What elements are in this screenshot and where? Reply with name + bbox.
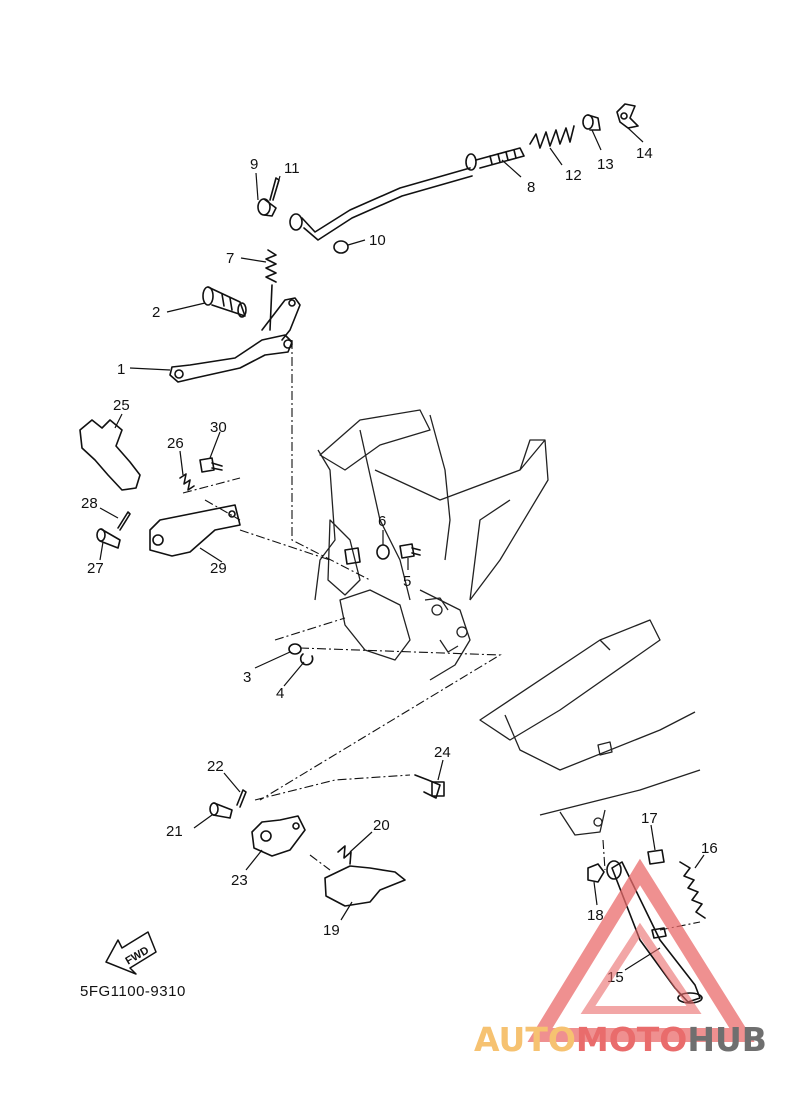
callout-23: 23 bbox=[231, 872, 248, 889]
callout-19: 19 bbox=[323, 922, 340, 939]
sidestand-pin-part bbox=[651, 927, 667, 939]
callout-8: 8 bbox=[527, 179, 535, 196]
plain-washer-part bbox=[288, 643, 302, 655]
sidestand-spring-part bbox=[679, 861, 706, 919]
callout-24: 24 bbox=[434, 744, 451, 761]
assembly-lines bbox=[182, 340, 701, 931]
callout-21: 21 bbox=[166, 823, 183, 840]
callout-1: 1 bbox=[117, 361, 125, 378]
brake-rod-part bbox=[289, 147, 525, 241]
clevis-pin-part bbox=[257, 198, 277, 217]
rear-bracket-part bbox=[251, 815, 306, 857]
brake-pedal-part bbox=[169, 284, 301, 383]
callout-7: 7 bbox=[226, 250, 234, 267]
rear-footrest-part bbox=[324, 865, 406, 907]
footrest-bolt-part bbox=[199, 457, 223, 473]
watermark-hub: HUB bbox=[687, 1020, 767, 1059]
watermark-auto: AUTO bbox=[474, 1020, 576, 1059]
callout-5: 5 bbox=[403, 573, 411, 590]
joint-pin-part bbox=[582, 114, 601, 131]
rear-cotter-part bbox=[236, 789, 247, 808]
pivot-shaft-part bbox=[202, 286, 247, 318]
circlip-part bbox=[299, 653, 314, 666]
callout-30: 30 bbox=[210, 419, 227, 436]
return-spring-part bbox=[265, 249, 277, 283]
callout-27: 27 bbox=[87, 560, 104, 577]
footrest-cotter-part bbox=[117, 511, 131, 531]
callout-10: 10 bbox=[369, 232, 386, 249]
callout-3: 3 bbox=[243, 669, 251, 686]
callout-26: 26 bbox=[167, 435, 184, 452]
callout-18: 18 bbox=[587, 907, 604, 924]
brake-spring-part bbox=[529, 125, 575, 149]
callout-11: 11 bbox=[284, 160, 300, 177]
fwd-arrow-icon: FWD bbox=[105, 931, 157, 975]
footrest-pin-part bbox=[96, 528, 121, 549]
collar-part bbox=[344, 547, 361, 565]
rear-bolt-part bbox=[414, 774, 445, 799]
callout-6: 6 bbox=[378, 513, 386, 530]
leader-lines bbox=[99, 127, 705, 971]
callout-14: 14 bbox=[636, 145, 653, 162]
callout-25: 25 bbox=[113, 397, 130, 414]
callout-28: 28 bbox=[81, 495, 98, 512]
callout-29: 29 bbox=[210, 560, 227, 577]
callout-12: 12 bbox=[565, 167, 582, 184]
watermark-moto: MOTO bbox=[576, 1020, 687, 1059]
sidestand-nut-part bbox=[587, 863, 605, 883]
sidestand-bolt-part bbox=[647, 849, 665, 865]
adjusting-nut-part bbox=[616, 103, 639, 129]
cotter-pin-part bbox=[269, 177, 280, 201]
rear-pin-part bbox=[209, 802, 233, 819]
callout-13: 13 bbox=[597, 156, 614, 173]
diagram-code: 5FG1100-9310 bbox=[80, 983, 186, 1000]
callout-22: 22 bbox=[207, 758, 224, 775]
callout-4: 4 bbox=[276, 685, 284, 702]
svg-text:AUTOMOTOHUB: AUTOMOTOHUB bbox=[474, 1020, 767, 1059]
frame-drawing bbox=[314, 409, 701, 836]
callout-9: 9 bbox=[250, 156, 258, 173]
footrest-cover-part bbox=[79, 419, 141, 491]
callout-16: 16 bbox=[701, 840, 718, 857]
rear-spring-part bbox=[337, 845, 352, 865]
watermark-triangle-icon bbox=[527, 858, 755, 1042]
callout-17: 17 bbox=[641, 810, 658, 827]
callout-labels: 1 2 3 4 5 6 7 8 9 10 11 12 13 14 15 16 1… bbox=[81, 145, 718, 986]
callout-2: 2 bbox=[152, 304, 160, 321]
callout-20: 20 bbox=[373, 817, 390, 834]
footrest-spring-part bbox=[179, 473, 195, 491]
footrest-bracket-part bbox=[149, 504, 241, 557]
watermark-logo: AUTOMOTOHUB bbox=[474, 858, 767, 1059]
washer-part bbox=[333, 240, 349, 254]
